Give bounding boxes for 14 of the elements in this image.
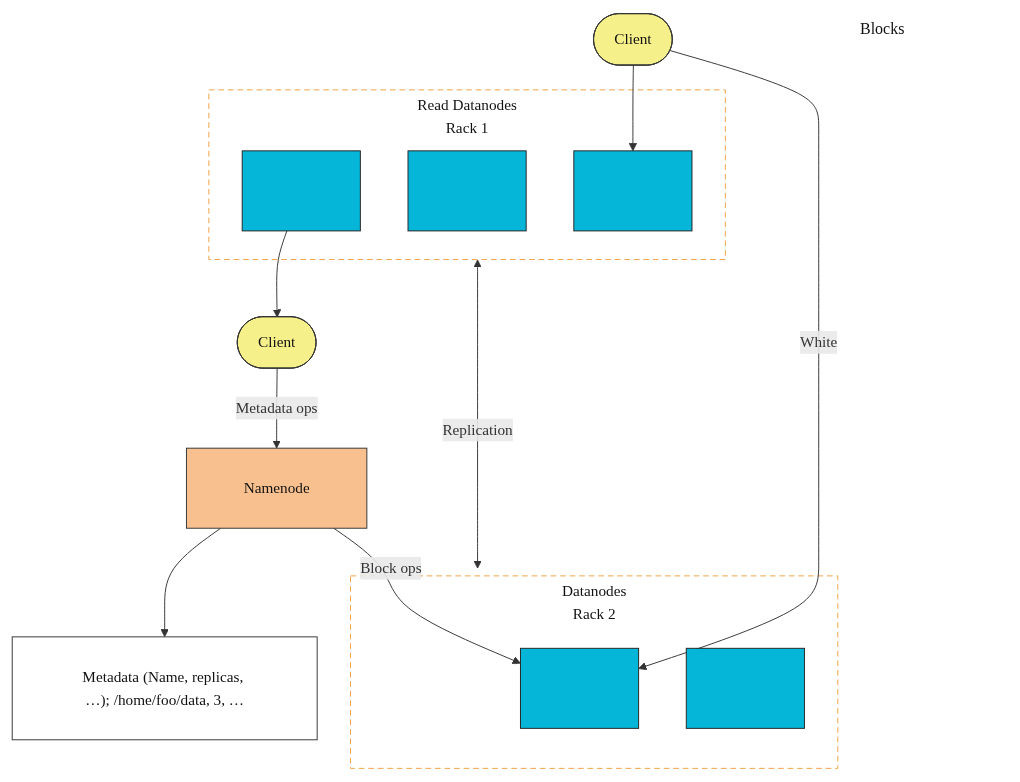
node-box (519, 647, 640, 729)
cluster: Read Datanodes Rack 1 (208, 89, 726, 260)
edge-label: Metadata ops (235, 399, 318, 416)
note-label: Blocks (860, 20, 906, 38)
node-box: Namenode (185, 447, 368, 529)
node-box (407, 150, 527, 232)
node-box (573, 150, 693, 232)
cluster: Datanodes Rack 2 (350, 575, 839, 769)
node-box (685, 647, 805, 729)
edge-label: Block ops (360, 559, 422, 576)
edge-label: White (800, 333, 838, 351)
edge-label: Replication (442, 421, 513, 438)
node-box: Metadata (Name, replicas, …); /home/foo/data, 3, … (11, 636, 318, 741)
node-box (241, 150, 361, 232)
